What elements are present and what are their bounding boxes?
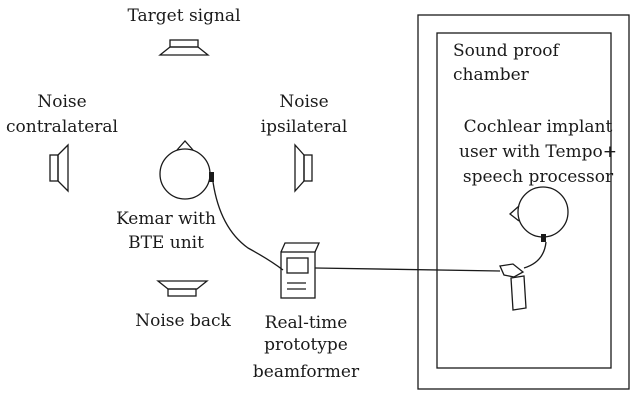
noise-ipsilateral-label-line1: Noise [279, 92, 328, 112]
kemar-label-line2: BTE unit [128, 233, 204, 253]
beamformer-device [280, 242, 321, 299]
bte-unit [209, 172, 214, 182]
noise-back-speaker [156, 280, 209, 297]
noise-back-label: Noise back [135, 311, 231, 331]
kemar-head [159, 140, 214, 200]
chamber-outer-wall [417, 14, 630, 390]
chamber-label-line2: chamber [453, 65, 530, 85]
ci-cable [523, 241, 547, 269]
chamber-label-line1: Sound proof [453, 41, 561, 61]
noise-contralateral-speaker [49, 143, 69, 193]
tempo-processor [499, 263, 527, 311]
beamformer-label-line1: Real-time [265, 313, 348, 333]
noise-contralateral-label-line2: contralateral [6, 117, 118, 137]
ci-user-head [508, 186, 569, 242]
ci-user-label-line3: speech processor [463, 167, 614, 187]
target-signal-label: Target signal [127, 6, 240, 26]
beamformer-label-line2: prototype [264, 335, 348, 355]
beamformer-label-line3: beamformer [253, 362, 360, 382]
ci-user-label-line1: Cochlear implant [464, 117, 613, 137]
target-speaker [158, 39, 210, 56]
kemar-label-line1: Kemar with [116, 209, 216, 229]
processor-cable [314, 267, 501, 272]
chamber-inner-wall [436, 32, 612, 369]
noise-ipsilateral-label-line2: ipsilateral [261, 117, 348, 137]
noise-contralateral-label-line1: Noise [37, 92, 86, 112]
noise-ipsilateral-speaker [294, 143, 313, 193]
bte-cable [212, 181, 284, 271]
ci-user-label-line2: user with Tempo+ [459, 142, 617, 162]
